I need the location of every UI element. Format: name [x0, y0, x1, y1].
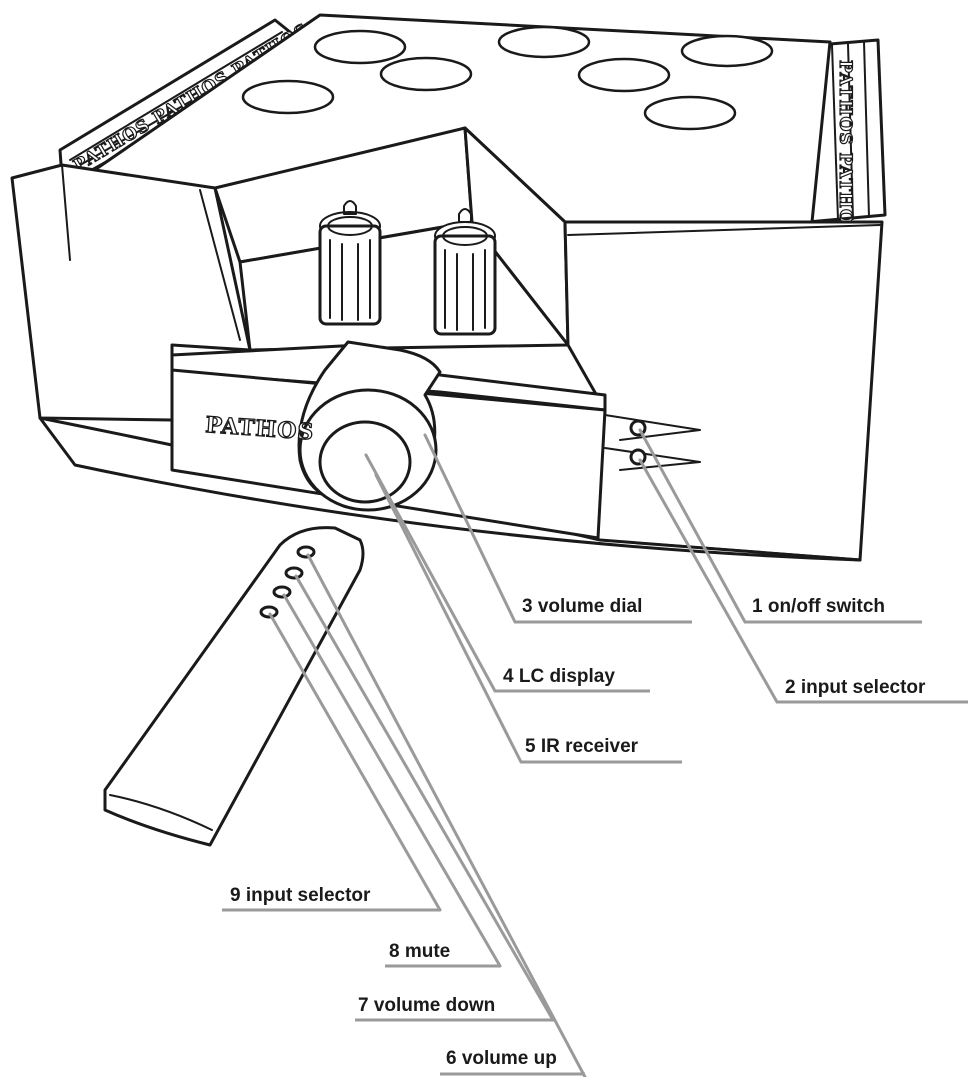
leader-lines: [222, 428, 968, 1077]
callout-2: 2 input selector: [785, 677, 926, 698]
side-switches: [604, 414, 701, 471]
callout-3: 3 volume dial: [522, 596, 642, 617]
callout-1: 1 on/off switch: [752, 596, 885, 617]
remote-control: [103, 526, 365, 847]
remote-button-mute: [272, 585, 292, 599]
remote-button-input-selector: [259, 605, 279, 619]
input-selector-switch: [629, 448, 647, 466]
amplifier: PATHOS PATHOS PATHOS PATHOS PATHOS: [10, 13, 887, 562]
callout-9: 9 input selector: [230, 885, 371, 906]
vacuum-tube-left: [318, 200, 382, 326]
front-right-panel: [563, 220, 884, 562]
callout-4: 4 LC display: [503, 666, 615, 687]
callout-7: 7 volume down: [358, 995, 495, 1016]
heatsink-logo-right: PATHOS PATHOS: [835, 60, 855, 238]
callout-6: 6 volume up: [446, 1048, 557, 1069]
vacuum-tube-right: [433, 208, 497, 336]
tube-socket-holes: [241, 25, 774, 131]
front-left-panel: [10, 163, 252, 422]
callout-labels: 1 on/off switch 2 input selector 3 volum…: [230, 596, 926, 1069]
callout-5: 5 IR receiver: [525, 736, 639, 757]
remote-button-volume-down: [284, 566, 304, 580]
lc-display: [318, 420, 412, 504]
remote-button-volume-up: [296, 545, 316, 559]
callout-8: 8 mute: [389, 941, 450, 962]
